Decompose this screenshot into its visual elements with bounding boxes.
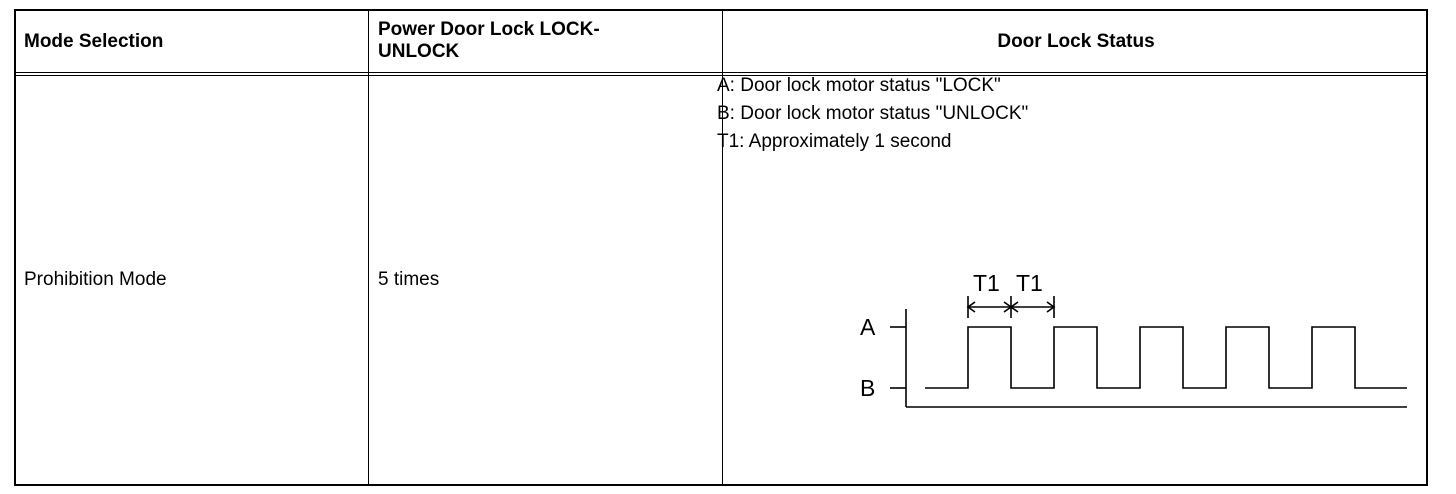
- header-rule: [16, 72, 1426, 76]
- header-power-door-lock: Power Door Lock LOCK- UNLOCK: [378, 19, 600, 63]
- interval-label-t1-first: T1: [973, 270, 1000, 296]
- level-label-b: B: [860, 375, 875, 401]
- t1-arrowhead-4: [1046, 301, 1056, 313]
- legend-item-b: B: Door lock motor status "UNLOCK": [717, 103, 1029, 124]
- header-mode-selection: Mode Selection: [24, 31, 164, 52]
- column-divider-2: [722, 11, 723, 484]
- mode-table: Mode Selection Power Door Lock LOCK- UNL…: [14, 9, 1428, 486]
- cell-mode-prohibition: Prohibition Mode: [24, 269, 167, 290]
- column-divider-1: [368, 11, 369, 484]
- header-door-lock-status: Door Lock Status: [997, 31, 1155, 52]
- level-label-a: A: [860, 314, 876, 340]
- interval-label-t1-second: T1: [1016, 270, 1043, 296]
- header-power-door-lock-line2: UNLOCK: [378, 41, 460, 62]
- legend-item-a: A: Door lock motor status "LOCK": [717, 75, 1001, 96]
- door-lock-timing-diagram: A B T1 T1: [860, 270, 1407, 408]
- legend-item-t1: T1: Approximately 1 second: [717, 131, 952, 152]
- t1-arrowhead-1: [966, 301, 976, 313]
- header-power-door-lock-line1: Power Door Lock LOCK-: [378, 19, 600, 40]
- status-legend: A: Door lock motor status "LOCK" B: Door…: [717, 72, 1028, 156]
- t1-arrowhead-3: [1009, 301, 1019, 313]
- lock-signal-waveform: [925, 326, 1407, 389]
- cell-operation-count: 5 times: [378, 269, 440, 290]
